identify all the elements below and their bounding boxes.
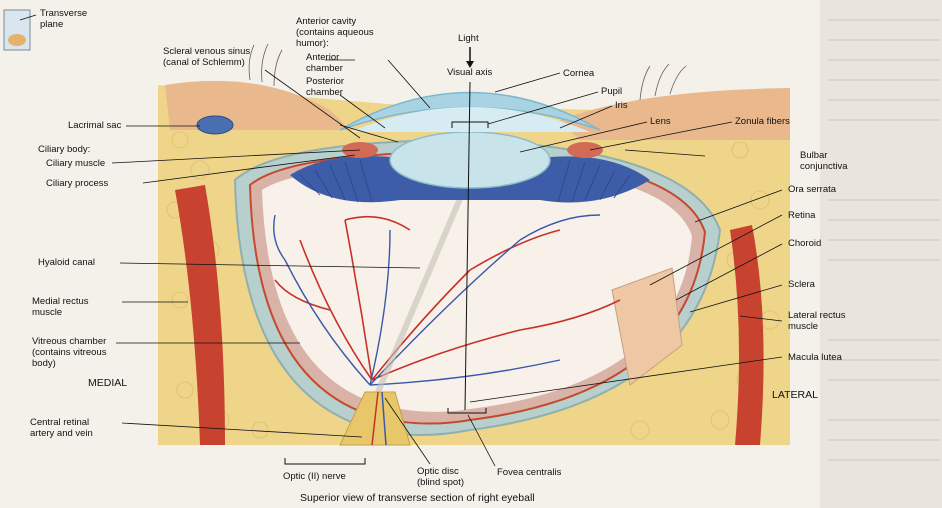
label-bulbar-conjunctiva: Bulbar conjunctiva bbox=[800, 150, 848, 172]
label-lateral: LATERAL bbox=[772, 390, 818, 401]
label-ciliary-muscle: Ciliary muscle bbox=[46, 158, 105, 169]
label-scleral-venous-sinus: Scleral venous sinus (canal of Schlemm) bbox=[163, 46, 250, 68]
label-zonula-fibers: Zonula fibers bbox=[735, 116, 790, 127]
label-medial: MEDIAL bbox=[88, 378, 127, 389]
label-ciliary-process: Ciliary process bbox=[46, 178, 108, 189]
ciliary-body-right bbox=[567, 142, 603, 158]
label-iris: Iris bbox=[615, 100, 628, 111]
label-transverse-plane: Transverse plane bbox=[40, 8, 87, 30]
label-medial-rectus: Medial rectus muscle bbox=[32, 296, 89, 318]
label-sclera: Sclera bbox=[788, 279, 815, 290]
label-cornea: Cornea bbox=[563, 68, 594, 79]
lens-shape bbox=[390, 132, 550, 188]
label-optic-disc: Optic disc (blind spot) bbox=[417, 466, 464, 488]
label-ora-serrata: Ora serrata bbox=[788, 184, 836, 195]
figure-caption: Superior view of transverse section of r… bbox=[300, 492, 535, 504]
label-pupil: Pupil bbox=[601, 86, 622, 97]
label-lens: Lens bbox=[650, 116, 671, 127]
label-vitreous-chamber: Vitreous chamber (contains vitreous body… bbox=[32, 336, 106, 369]
label-hyaloid-canal: Hyaloid canal bbox=[38, 257, 95, 268]
label-lateral-rectus: Lateral rectus muscle bbox=[788, 310, 846, 332]
label-choroid: Choroid bbox=[788, 238, 821, 249]
label-anterior-cavity: Anterior cavity (contains aqueous humor)… bbox=[296, 16, 374, 49]
label-lacrimal-sac: Lacrimal sac bbox=[68, 120, 121, 131]
label-retina: Retina bbox=[788, 210, 815, 221]
label-fovea-centralis: Fovea centralis bbox=[497, 467, 561, 478]
background-page-text bbox=[820, 0, 942, 508]
label-optic-nerve: Optic (II) nerve bbox=[283, 471, 346, 482]
label-posterior-chamber: Posterior chamber bbox=[306, 76, 344, 98]
lacrimal-sac-shape bbox=[197, 116, 233, 134]
label-central-retinal: Central retinal artery and vein bbox=[30, 417, 93, 439]
transverse-plane-icon bbox=[4, 10, 30, 50]
label-anterior-chamber: Anterior chamber bbox=[306, 52, 343, 74]
label-light: Light bbox=[458, 33, 479, 44]
label-macula-lutea: Macula lutea bbox=[788, 352, 842, 363]
label-visual-axis: Visual axis bbox=[447, 67, 492, 78]
label-ciliary-body: Ciliary body: bbox=[38, 144, 90, 155]
